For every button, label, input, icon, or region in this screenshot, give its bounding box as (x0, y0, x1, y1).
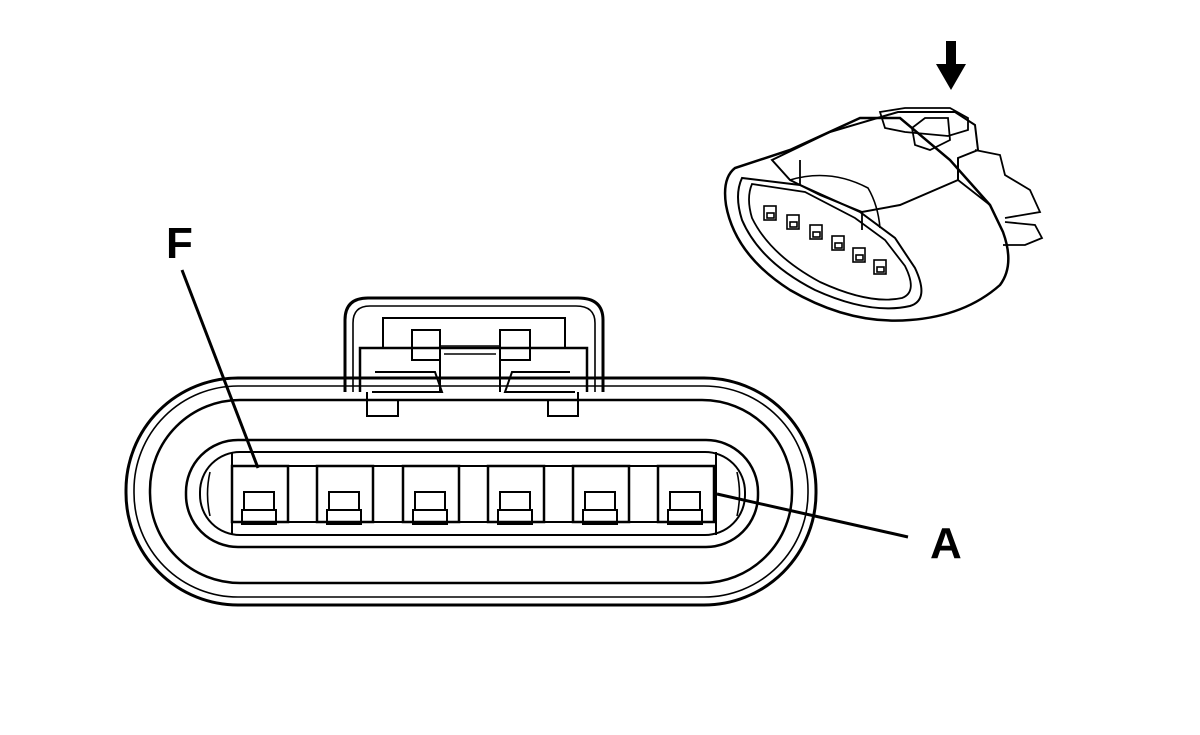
leader-line-f (180, 269, 260, 469)
pin-cavity (315, 464, 375, 525)
housing-outer-2 (133, 385, 809, 598)
housing-outer (124, 376, 818, 607)
pin-cavity (656, 464, 716, 525)
pin-label-f: F (166, 219, 193, 268)
pin-cavity (486, 464, 546, 525)
connector-iso-view (723, 41, 1044, 322)
pin-label-a: A (930, 519, 962, 568)
pin-cavity (230, 464, 290, 525)
cavity-outer (184, 438, 760, 549)
cavity-inner (199, 451, 746, 536)
pin-cavity (401, 464, 461, 525)
iso-pins (763, 205, 887, 275)
push-arrow-icon (936, 41, 966, 90)
pin-cavity (571, 464, 631, 525)
latch-tab (343, 296, 605, 417)
pin-cells (230, 464, 716, 525)
leader-line-a (716, 492, 909, 539)
connector-front-view: F A (124, 219, 962, 607)
